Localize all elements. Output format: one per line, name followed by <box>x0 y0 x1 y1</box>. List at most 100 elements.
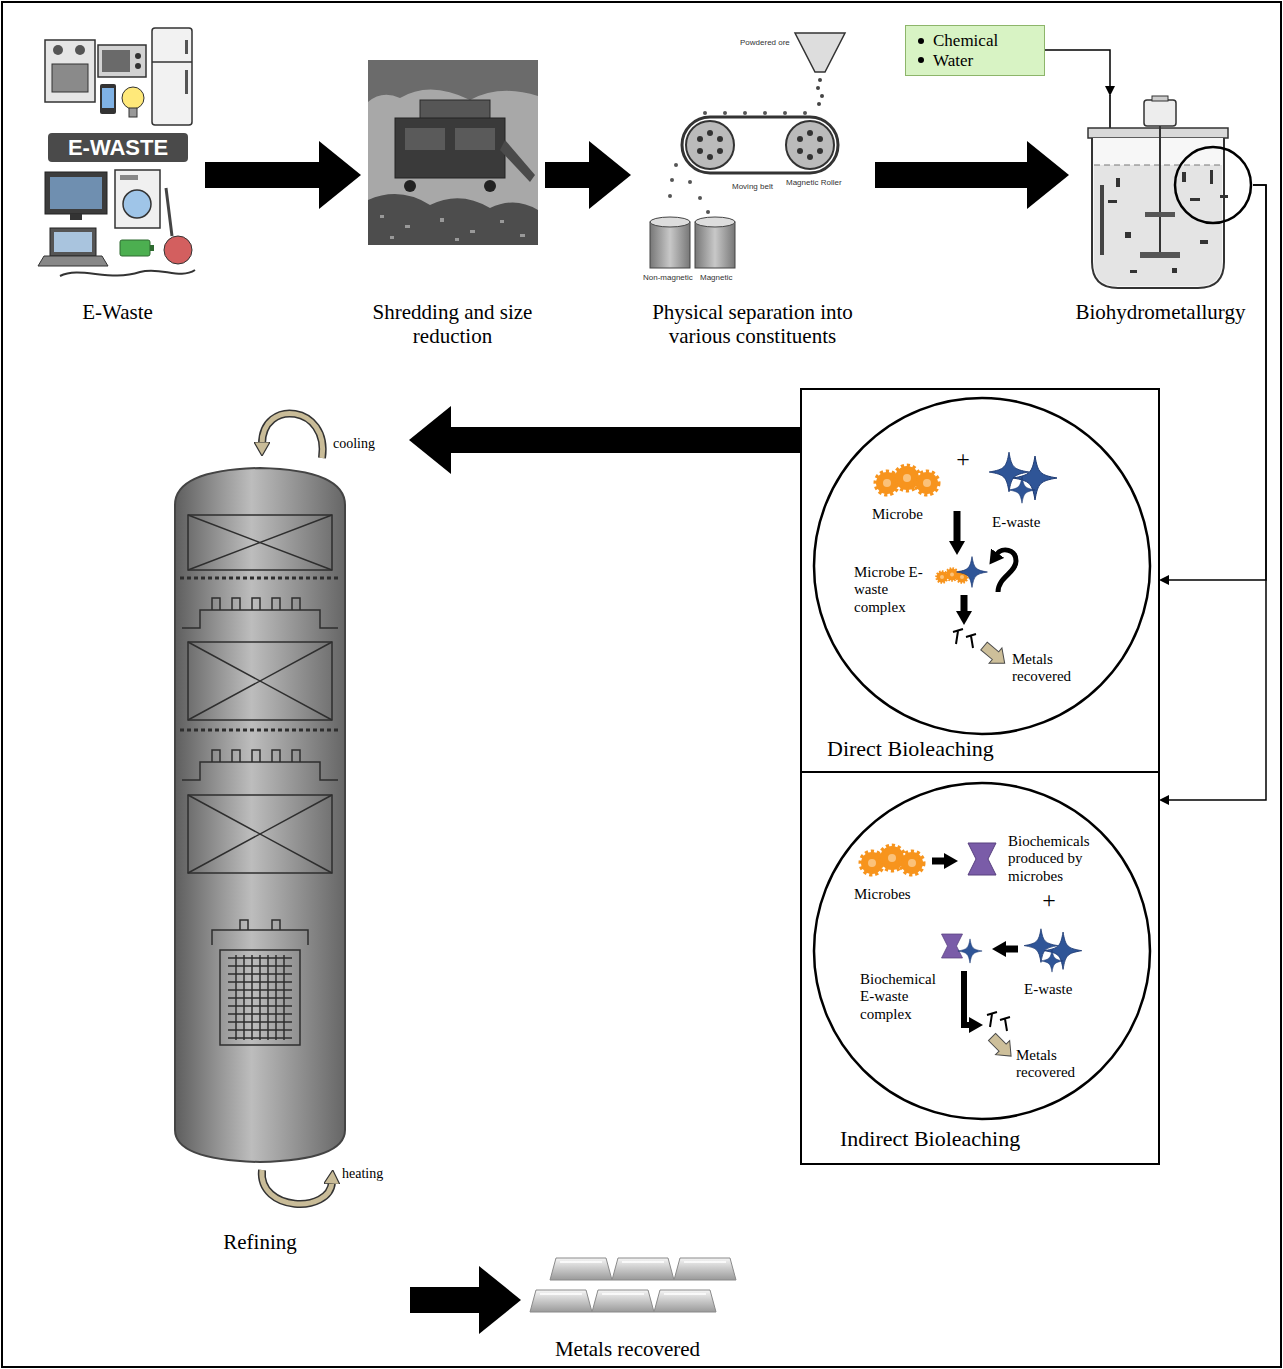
step-caption: Shredding and size reduction <box>360 300 545 348</box>
text-slot: Metals recovered <box>1012 651 1092 686</box>
step-illustration: Shredding and size reduction <box>360 15 545 360</box>
refining-column-part-part <box>188 642 332 720</box>
bioreactor-vessel-part <box>1175 147 1251 223</box>
text-slot: E-waste <box>992 514 1056 531</box>
bullet-dot <box>918 38 924 44</box>
shredder-machine-part <box>368 60 538 102</box>
shredder-machine-part <box>484 180 496 192</box>
magnetic-separator-part <box>717 136 723 142</box>
process-circle: + Microbe E-wasteMicrobe E-waste complexMe… <box>812 396 1152 736</box>
circle-label: Microbes <box>854 886 926 903</box>
shredder-machine-part <box>368 194 538 245</box>
direct-bioleaching-art <box>876 452 1057 671</box>
e-waste-collage-part <box>70 214 82 220</box>
bioreactor-vessel-part <box>1190 198 1200 201</box>
refining-column-part-part <box>188 515 332 570</box>
indirect-bioleaching-art-part <box>987 1012 1010 1031</box>
magnetic-separator-part <box>697 148 703 154</box>
plus-sign: + <box>952 446 974 474</box>
text-slot: E-waste <box>1024 981 1088 998</box>
magnetic-separator-part <box>668 194 672 198</box>
flow-arrow <box>451 427 800 453</box>
bioreactor-vessel-part <box>1100 185 1104 255</box>
flow-arrow <box>205 162 319 188</box>
text-slot: Moving belt <box>732 182 773 191</box>
refining-column-part-part <box>182 610 338 628</box>
text-slot: Microbe <box>872 506 936 523</box>
text-slot: Microbe E-waste complex <box>854 564 924 616</box>
panel-title: Direct Bioleaching <box>827 736 1147 761</box>
circle-label: Microbe <box>872 506 936 523</box>
refining-column-part <box>175 468 345 1162</box>
magnetic-separator-part <box>817 102 821 106</box>
magnetic-separator-part <box>697 136 703 142</box>
magnetic-separator-part <box>670 178 674 182</box>
e-waste-collage-part <box>38 256 108 266</box>
magnetic-separator-part <box>807 130 813 136</box>
refining-column-part-part <box>212 930 308 945</box>
magnetic-separator-part <box>650 222 690 268</box>
e-waste-collage-part <box>185 40 188 54</box>
text-slot: Chemical <box>918 31 1036 51</box>
refining-column-part <box>262 413 323 458</box>
flow-arrow <box>875 162 1027 188</box>
e-waste-collage-part <box>152 61 192 63</box>
indirect-bioleaching-art-part <box>1024 929 1082 972</box>
shredder-machine <box>368 60 538 245</box>
e-waste-collage-part <box>166 188 172 236</box>
magnetic-separator-part <box>688 180 692 184</box>
direct-bioleaching-art-part <box>954 511 961 542</box>
magnetic-separator-part <box>686 121 734 169</box>
part-label: cooling <box>333 436 375 452</box>
refining-column-part <box>262 1170 332 1204</box>
magnetic-separator-part <box>707 130 713 136</box>
indirect-bioleaching-art-part <box>942 934 963 958</box>
method-panel: Biochemicals produced by microbesMicrobe… <box>800 771 1160 1165</box>
flow-arrow <box>545 162 589 188</box>
connector-line <box>1045 50 1110 86</box>
direct-bioleaching-art-part <box>876 466 938 494</box>
magnetic-separator-part <box>797 136 803 142</box>
indirect-bioleaching-art-part <box>861 846 923 874</box>
e-waste-collage-part <box>52 64 88 92</box>
refining-column-part-part <box>220 950 300 1045</box>
metal-ingots-part <box>540 1262 726 1294</box>
text-slot: Direct Bioleaching <box>827 736 1147 761</box>
connector-group <box>205 50 1266 1300</box>
magnetic-separator-part <box>706 210 710 214</box>
part-label: heating <box>342 1166 383 1182</box>
e-waste-collage-part <box>120 175 138 180</box>
bioreactor-vessel-part <box>1125 232 1131 238</box>
magnetic-separator-part <box>797 148 803 154</box>
text-slot: Biochemicals produced by microbes <box>1008 833 1102 885</box>
e-waste-collage-part <box>102 88 114 108</box>
bioreactor-vessel <box>1088 95 1251 288</box>
text-slot: Water <box>918 51 1036 71</box>
refining-column-part-part <box>188 642 332 720</box>
e-waste-collage-part <box>150 245 154 251</box>
circle-border <box>814 398 1150 734</box>
direct-bioleaching-art-part <box>997 550 1016 592</box>
text-slot: Shredding and size reduction <box>360 300 545 348</box>
bioreactor-vessel-part <box>1108 200 1117 203</box>
step-illustration: Metals recovered <box>520 1235 735 1365</box>
part-label: Magnetic <box>700 273 732 282</box>
part-label: Powdered ore <box>740 38 790 47</box>
e-waste-collage-part <box>45 40 95 102</box>
magnetic-separator-part <box>695 222 735 268</box>
magnetic-separator-part <box>674 163 678 167</box>
magnetic-separator-part <box>703 111 707 115</box>
refining-column-part-part <box>182 762 338 780</box>
circle-label: Metals recovered <box>1016 1047 1096 1082</box>
input-box: ChemicalWater <box>905 25 1045 76</box>
text-slot: Non-magnetic <box>643 273 693 282</box>
direct-bioleaching-art-part <box>978 638 1012 671</box>
shredder-machine-part <box>455 238 459 241</box>
text-slot: Biochemical E-waste complex <box>860 971 952 1023</box>
indirect-bioleaching-art-part <box>968 843 996 875</box>
circle-label: Biochemical E-waste complex <box>860 971 952 1023</box>
refining-column-part-part <box>236 955 284 1040</box>
magnetic-separator-part <box>817 136 823 142</box>
refining-column-part-part <box>212 750 300 762</box>
